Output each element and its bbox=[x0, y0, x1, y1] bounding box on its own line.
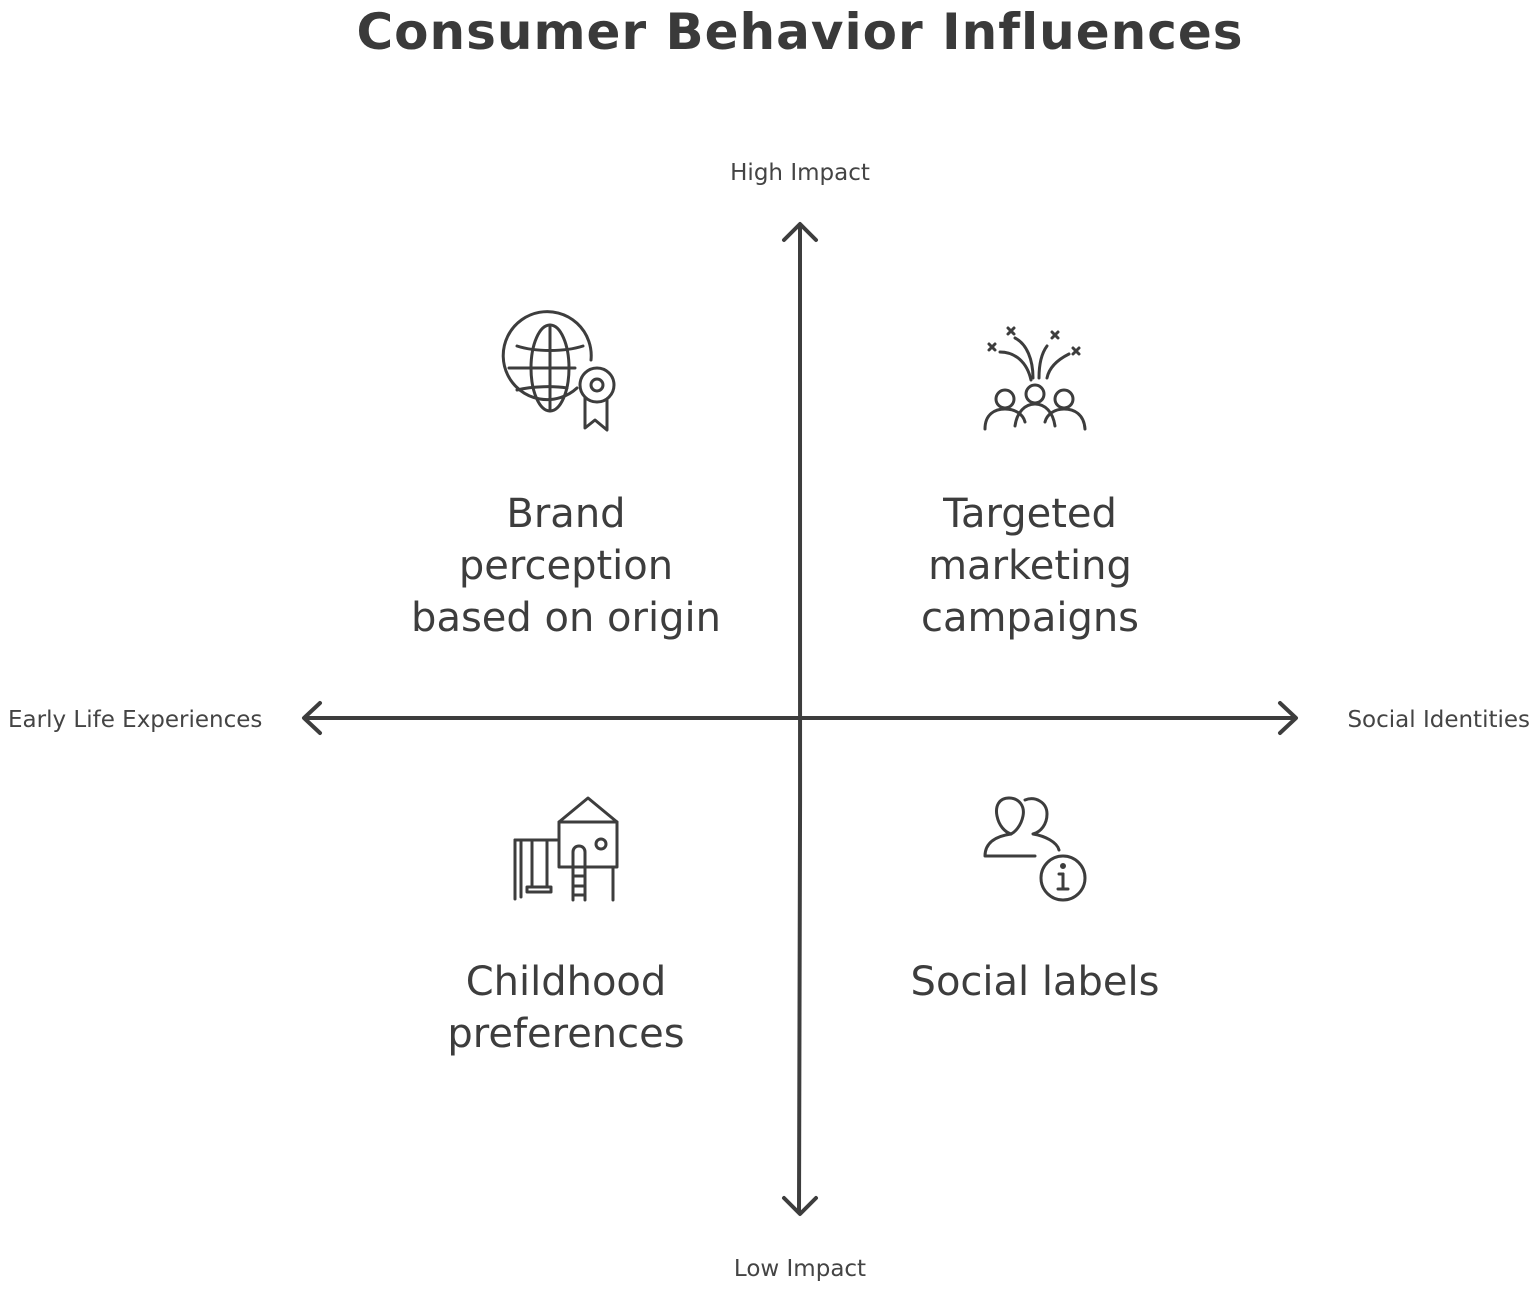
axis-label-top: High Impact bbox=[730, 160, 870, 186]
quadrant-label-bottom-left: Childhood preferences bbox=[447, 959, 685, 1057]
diagram-title: Consumer Behavior Influences bbox=[356, 3, 1244, 61]
vertical-axis-arrow-down bbox=[782, 1196, 818, 1216]
axis-label-right: Social Identities bbox=[1347, 707, 1530, 733]
people-info-icon bbox=[975, 792, 1095, 911]
vertical-axis-arrow-up bbox=[782, 222, 818, 242]
axis-label-bottom: Low Impact bbox=[733, 1256, 867, 1282]
horizontal-axis-arrow-right bbox=[1278, 701, 1298, 735]
crowd-fireworks-icon bbox=[975, 322, 1095, 441]
quadrant-label-top-left: Brand perception based on origin bbox=[411, 491, 721, 641]
vertical-axis-line bbox=[797, 226, 803, 1214]
horizontal-axis-arrow-left bbox=[302, 701, 322, 735]
quadrant-label-bottom-right: Social labels bbox=[910, 959, 1160, 1005]
playground-icon bbox=[505, 792, 625, 911]
globe-award-icon bbox=[501, 310, 625, 439]
horizontal-axis-line bbox=[304, 715, 1296, 721]
axis-label-left: Early Life Experiences bbox=[8, 707, 263, 733]
quadrant-label-top-right: Targeted marketing campaigns bbox=[920, 491, 1140, 641]
